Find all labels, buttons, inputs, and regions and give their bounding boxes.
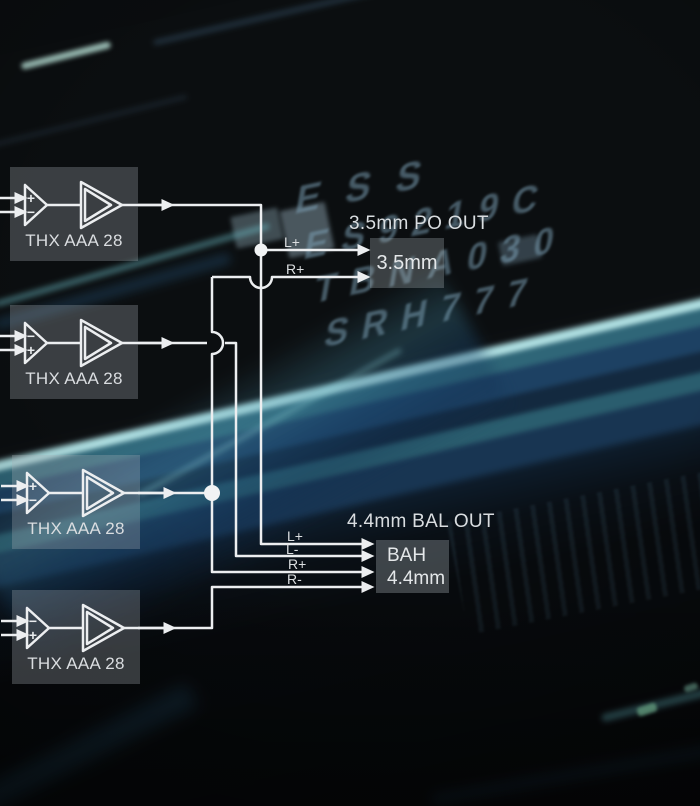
- opamp-plus-sign: +: [26, 342, 36, 358]
- opamp-minus-sign: −: [26, 328, 36, 344]
- amp-block-3: + − THX AAA 28: [12, 455, 140, 549]
- amp-symbol-2: [0, 320, 162, 366]
- port-label-44-rminus: R-: [287, 571, 302, 587]
- amp-symbol-1: [0, 182, 162, 228]
- amp-label: THX AAA 28: [25, 369, 123, 388]
- wire-lplus: [138, 203, 375, 550]
- jack-44mm-label-line1: BAH: [387, 545, 427, 566]
- port-label-35-rplus: R+: [286, 261, 305, 277]
- amp-label: THX AAA 28: [27, 519, 125, 538]
- port-label-44-rplus: R+: [288, 556, 307, 572]
- wire-rminus: [138, 581, 375, 630]
- port-label-35-lplus: L+: [284, 234, 300, 250]
- amp-label: THX AAA 28: [25, 231, 123, 250]
- opamp-plus-sign: +: [26, 190, 36, 206]
- opamp-minus-sign: −: [28, 613, 38, 629]
- wire-rplus: [210, 277, 375, 578]
- junction-dot-rplus: [204, 485, 220, 501]
- opamp-minus-sign: −: [26, 204, 36, 220]
- opamp-minus-sign: −: [28, 492, 38, 508]
- port-label-44-lplus: L+: [287, 528, 303, 544]
- jack-box-44mm: BAH 4.4mm: [376, 540, 449, 593]
- jack-44mm-label-line2: 4.4mm: [387, 568, 446, 589]
- wire-rplus-35: [212, 271, 371, 290]
- amp-block-4: − + THX AAA 28: [12, 590, 140, 684]
- amp-block-2: − + THX AAA 28: [10, 305, 138, 399]
- heading-po-out: 3.5mm PO OUT: [349, 213, 489, 234]
- amp-label: THX AAA 28: [27, 654, 125, 673]
- heading-bal-out: 4.4mm BAL OUT: [347, 511, 495, 532]
- wire-lminus-b: [225, 341, 375, 562]
- jack-box-35mm: 3.5mm: [370, 238, 444, 288]
- opamp-plus-sign: +: [28, 627, 38, 643]
- jack-35mm-label: 3.5mm: [376, 252, 438, 274]
- port-label-44-lminus: L-: [286, 541, 299, 557]
- amp-block-1: + − THX AAA 28: [10, 167, 138, 261]
- opamp-plus-sign: +: [28, 478, 38, 494]
- junction-dot-lplus: [254, 243, 268, 257]
